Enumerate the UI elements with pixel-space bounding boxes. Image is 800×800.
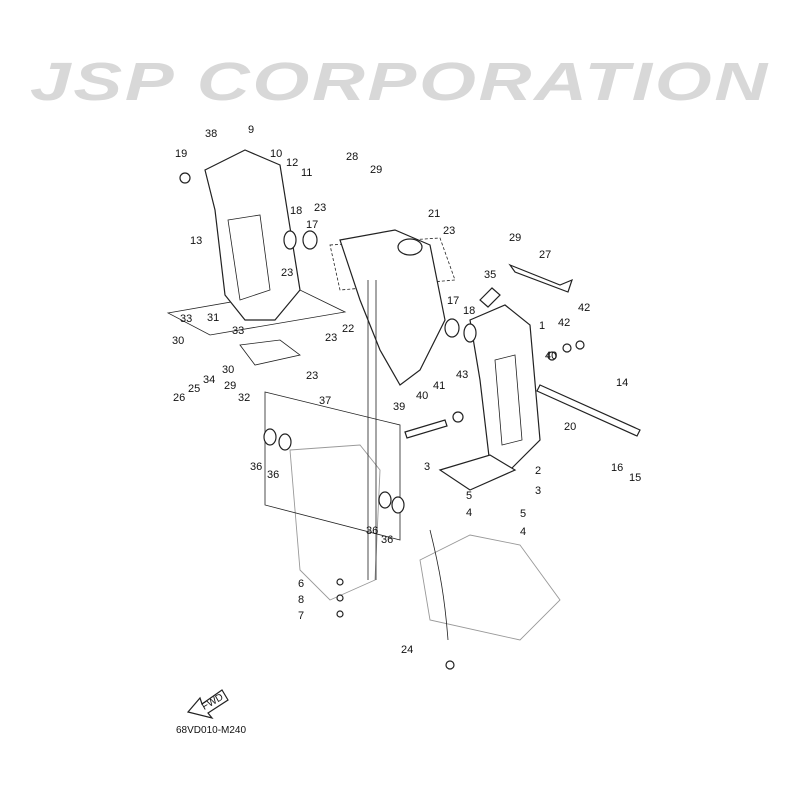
part-label-18: 18 xyxy=(463,305,475,317)
part-label-32: 32 xyxy=(238,392,250,404)
part-label-1: 1 xyxy=(539,320,545,332)
part-label-17: 17 xyxy=(447,295,459,307)
part-label-34: 34 xyxy=(203,374,215,386)
part-label-12: 12 xyxy=(286,157,298,169)
part-9-bracket xyxy=(204,149,301,321)
part-label-23: 23 xyxy=(325,332,337,344)
part-label-19: 19 xyxy=(175,148,187,160)
part-label-6: 6 xyxy=(298,578,304,590)
part-label-39: 39 xyxy=(393,401,405,413)
part-label-5: 5 xyxy=(466,490,472,502)
watermark: JSP CORPORATION xyxy=(30,52,770,112)
part-label-33: 33 xyxy=(180,313,192,325)
part-label-5: 5 xyxy=(520,508,526,520)
diagram-code: 68VD010-M240 xyxy=(176,725,246,736)
part-label-26: 26 xyxy=(173,392,185,404)
part-label-42: 42 xyxy=(558,317,570,329)
part-label-4: 4 xyxy=(466,507,472,519)
part-label-36: 36 xyxy=(381,534,393,546)
part-label-38: 38 xyxy=(205,128,217,140)
part-39-bolt xyxy=(404,419,448,439)
part-label-25: 25 xyxy=(188,383,200,395)
part-label-29: 29 xyxy=(509,232,521,244)
part-label-15: 15 xyxy=(629,472,641,484)
part-label-2: 2 xyxy=(535,465,541,477)
part-label-27: 27 xyxy=(539,249,551,261)
part-label-4: 4 xyxy=(520,526,526,538)
part-label-17: 17 xyxy=(306,219,318,231)
part-label-31: 31 xyxy=(207,312,219,324)
part-label-36: 36 xyxy=(267,469,279,481)
part-label-23: 23 xyxy=(443,225,455,237)
part-label-20: 20 xyxy=(564,421,576,433)
part-label-16: 16 xyxy=(611,462,623,474)
part-label-30: 30 xyxy=(172,335,184,347)
part-1-bracket xyxy=(469,304,541,471)
part-label-18: 18 xyxy=(290,205,302,217)
part-label-33: 33 xyxy=(232,325,244,337)
part-label-36: 36 xyxy=(366,525,378,537)
part-label-3: 3 xyxy=(424,461,430,473)
part-label-24: 24 xyxy=(401,644,413,656)
part-14-shaft xyxy=(536,384,641,437)
part-label-10: 10 xyxy=(270,148,282,160)
part-label-23: 23 xyxy=(314,202,326,214)
part-label-13: 13 xyxy=(190,235,202,247)
small-parts xyxy=(179,172,585,670)
part-label-23: 23 xyxy=(306,370,318,382)
part-label-22: 22 xyxy=(342,323,354,335)
lower-housing-drawing xyxy=(289,444,561,641)
part-label-23: 23 xyxy=(281,267,293,279)
part-label-41: 41 xyxy=(433,380,445,392)
part-label-43: 43 xyxy=(456,369,468,381)
part-label-40: 40 xyxy=(416,390,428,402)
part-label-37: 37 xyxy=(319,395,331,407)
part-21-swivel xyxy=(339,229,446,386)
part-label-28: 28 xyxy=(346,151,358,163)
part-label-3: 3 xyxy=(535,485,541,497)
part-label-7: 7 xyxy=(298,610,304,622)
fwd-arrow: FWD xyxy=(186,689,229,720)
part-label-30: 30 xyxy=(222,364,234,376)
part-label-40: 40 xyxy=(545,350,557,362)
part-label-29: 29 xyxy=(224,380,236,392)
part-label-11: 11 xyxy=(301,167,312,179)
part-label-29: 29 xyxy=(370,164,382,176)
part-label-36: 36 xyxy=(250,461,262,473)
part-label-42: 42 xyxy=(578,302,590,314)
part-label-14: 14 xyxy=(616,377,628,389)
part-label-9: 9 xyxy=(248,124,254,136)
part-label-21: 21 xyxy=(428,208,440,220)
part-label-35: 35 xyxy=(484,269,496,281)
part-label-8: 8 xyxy=(298,594,304,606)
